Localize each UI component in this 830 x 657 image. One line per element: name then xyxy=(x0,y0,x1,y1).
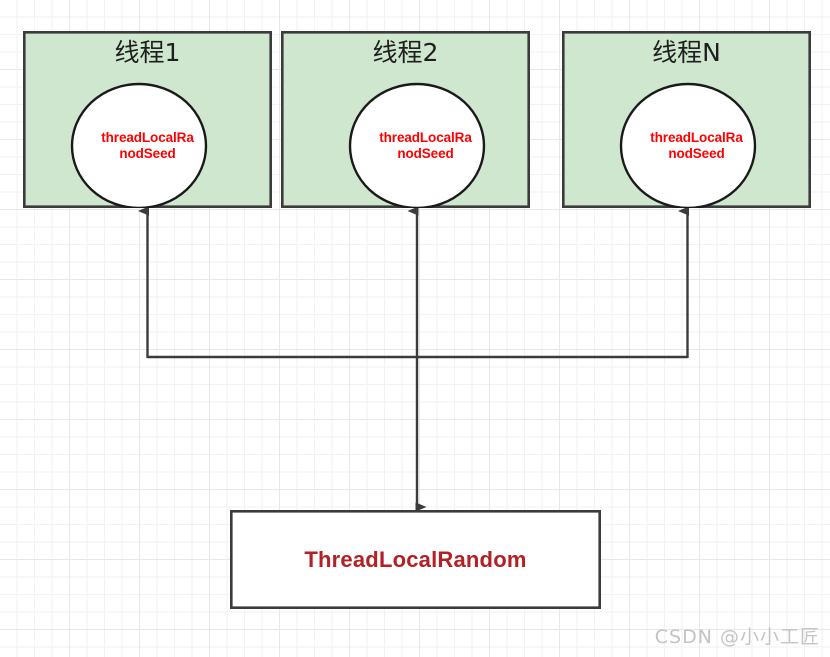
seed-label-2-line1: threadLocalRa xyxy=(379,130,472,145)
thread-box-2[interactable]: 线程2 threadLocalRa nodSeed xyxy=(280,30,530,210)
thread-box-3[interactable]: 线程N threadLocalRa nodSeed xyxy=(561,30,811,210)
seed-label-3-line1: threadLocalRa xyxy=(650,130,743,145)
thread-box-1[interactable]: 线程1 threadLocalRa nodSeed xyxy=(22,30,272,210)
seed-label-2: threadLocalRa nodSeed xyxy=(301,130,550,162)
thread-box-3-shape xyxy=(561,30,811,210)
thread-box-1-shape xyxy=(22,30,272,210)
seed-label-1: threadLocalRa nodSeed xyxy=(23,130,272,162)
csdn-watermark: CSDN @小小工匠 xyxy=(654,626,820,648)
seed-label-1-line2: nodSeed xyxy=(119,146,176,161)
thread-box-2-shape xyxy=(280,30,530,210)
threadlocalrandom-box[interactable]: ThreadLocalRandom xyxy=(229,509,601,610)
seed-label-3: threadLocalRa nodSeed xyxy=(572,130,821,162)
seed-label-2-line2: nodSeed xyxy=(397,146,454,161)
thread-box-3-title: 线程N xyxy=(652,38,721,67)
thread-box-1-title: 线程1 xyxy=(114,38,181,67)
seed-label-1-line1: threadLocalRa xyxy=(101,130,194,145)
threadlocalrandom-label: ThreadLocalRandom xyxy=(304,547,527,572)
seed-label-3-line2: nodSeed xyxy=(668,146,725,161)
thread-box-2-title: 线程2 xyxy=(372,38,439,67)
threadlocalrandom-box-shape xyxy=(229,509,601,610)
